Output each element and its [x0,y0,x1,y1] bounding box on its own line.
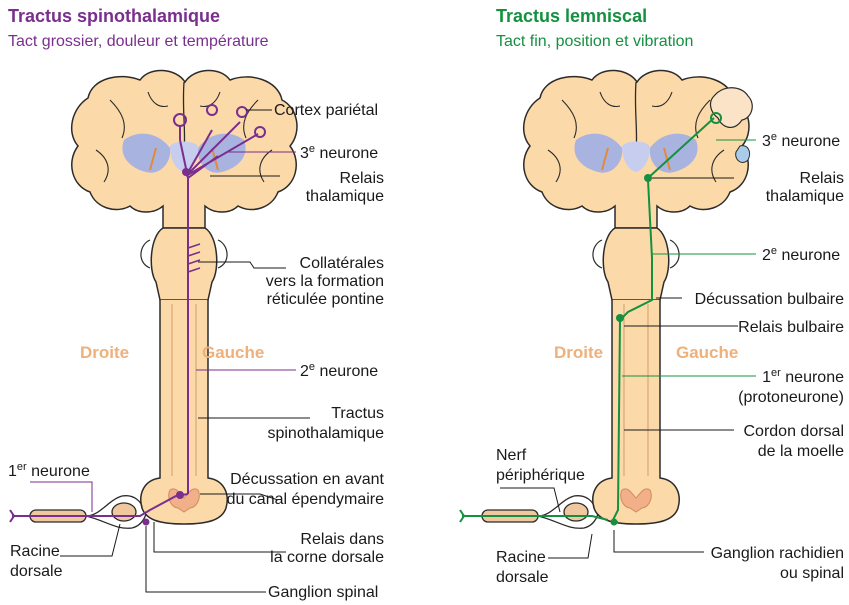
left-label-neuron3: 3e neurone [300,143,378,162]
right-label-cordon-1: Cordon dorsal [744,423,845,440]
left-brain-spinal-cord-illustration [72,70,297,524]
right-label-racine-1: Racine [496,549,546,566]
right-label-decussation: Décussation bulbaire [695,291,845,308]
left-label-tractus-1: Tractus [331,405,384,422]
left-label-neuron1: 1er neurone [8,461,90,480]
right-label-ganglion-2: ou spinal [780,565,844,582]
right-title: Tractus lemniscal [496,6,647,26]
left-label-collaterales-1: Collatérales [300,255,384,272]
left-dorsal-horn-relay-dot [176,491,184,499]
right-label-neuron2: 2e neurone [762,245,840,264]
right-side-left: Gauche [676,343,738,362]
right-label-ganglion-1: Ganglion rachidien [711,545,844,562]
left-label-relais-dans-1: Relais dans [300,531,384,548]
left-label-decussation-1: Décussation en avant [230,471,384,488]
right-label-nerf-1: Nerf [496,447,527,464]
left-label-relais-thalamique-1: Relais [340,170,384,187]
left-label-ganglion: Ganglion spinal [268,584,378,601]
left-subtitle: Tact grossier, douleur et température [8,33,269,50]
right-peripheral-nerve-illustration [482,496,598,529]
left-thalamic-relay-dot [182,168,190,176]
left-side-left: Gauche [202,343,264,362]
right-spinal-ganglion-dot [611,519,618,526]
right-panel: Tractus lemniscal Tact fin, position et … [460,6,844,586]
right-label-relais-bulbaire: Relais bulbaire [738,319,844,336]
right-thalamic-relay-dot [644,174,652,182]
left-label-relais-dans-2: la corne dorsale [270,549,384,566]
left-title: Tractus spinothalamique [8,6,220,26]
right-label-protoneurone: (protoneurone) [738,389,844,406]
right-subtitle: Tact fin, position et vibration [496,33,693,50]
left-label-racine-1: Racine [10,543,60,560]
right-label-neuron3: 3e neurone [762,131,840,150]
right-label-relais-thalamique-1: Relais [800,170,844,187]
right-side-right: Droite [554,343,603,362]
right-label-neuron1: 1er neurone [762,367,844,386]
left-label-tractus-2: spinothalamique [267,425,384,442]
left-label-relais-thalamique-2: thalamique [306,188,384,205]
left-label-collaterales-3: réticulée pontine [267,291,385,308]
left-label-racine-2: dorsale [10,563,63,580]
left-side-right: Droite [80,343,129,362]
left-panel: Tractus spinothalamique Tact grossier, d… [8,6,385,601]
left-label-neuron2: 2e neurone [300,361,378,380]
right-label-relais-thalamique-2: thalamique [766,188,844,205]
right-label-racine-2: dorsale [496,569,549,586]
left-peripheral-nerve-illustration [30,496,146,529]
left-label-decussation-2: du canal épendymaire [227,491,385,508]
left-spinal-ganglion-dot [143,519,150,526]
right-bulbar-relay-dot [616,314,624,322]
right-label-cordon-2: de la moelle [758,443,844,460]
left-label-cortex: Cortex pariétal [274,102,378,119]
left-label-collaterales-2: vers la formation [266,273,384,290]
right-label-nerf-2: périphérique [496,467,585,484]
